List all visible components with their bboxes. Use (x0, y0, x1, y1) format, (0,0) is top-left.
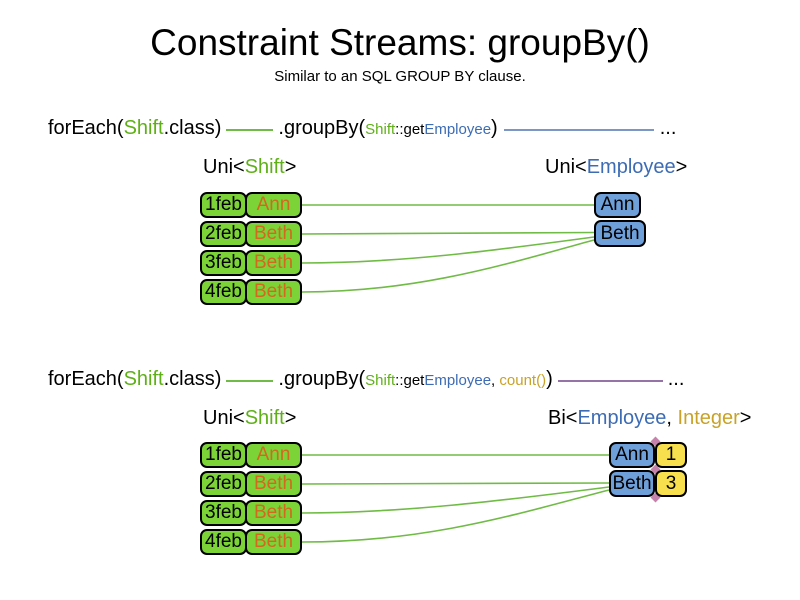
result-count-box: 1 (655, 442, 687, 468)
foreach-call: forEach(Shift.class) (48, 368, 222, 390)
result-employee-box: Ann (609, 442, 655, 468)
uni-shift-label-1: Uni<Shift> (203, 156, 297, 178)
result-count-box: 3 (655, 470, 687, 497)
connector-line (301, 486, 610, 514)
shift-employee-cell: Ann (245, 192, 302, 218)
shift-employee-cell: Beth (245, 221, 302, 247)
shift-date-cell: 1feb (200, 192, 247, 218)
result-employee-box: Beth (609, 470, 655, 497)
page-title: Constraint Streams: groupBy() (150, 22, 650, 63)
connector-line (301, 482, 610, 485)
ellipsis: ... (667, 368, 685, 390)
connector-line (301, 489, 610, 543)
result-employee-box: Ann (594, 192, 641, 218)
groupby-call: .groupBy(Shift::getEmployee) (278, 117, 498, 139)
shift-date-cell: 4feb (200, 279, 247, 305)
code-line-1: forEach(Shift.class) .groupBy(Shift::get… (48, 117, 676, 143)
shift-date-cell: 1feb (200, 442, 247, 468)
uni-shift-label-2: Uni<Shift> (203, 407, 297, 429)
shift-date-cell: 2feb (200, 221, 247, 247)
groupby-call: .groupBy(Shift::getEmployee, count()) (278, 368, 553, 390)
shift-date-cell: 3feb (200, 250, 247, 276)
shift-employee-cell: Beth (245, 250, 302, 276)
shift-date-cell: 2feb (200, 471, 247, 497)
foreach-call: forEach(Shift.class) (48, 117, 222, 139)
bi-stream-line (557, 380, 663, 382)
shift-date-cell: 3feb (200, 500, 247, 526)
shift-stream-line (226, 380, 274, 382)
code-line-2: forEach(Shift.class) .groupBy(Shift::get… (48, 368, 684, 394)
shift-employee-cell: Beth (245, 500, 302, 526)
result-employee-box: Beth (594, 220, 646, 247)
ellipsis: ... (659, 117, 677, 139)
connector-line (301, 231, 595, 235)
shift-employee-cell: Beth (245, 529, 302, 555)
page-subtitle: Similar to an SQL GROUP BY clause. (274, 68, 526, 85)
shift-employee-cell: Beth (245, 279, 302, 305)
shift-employee-cell: Ann (245, 442, 302, 468)
employee-stream-line (503, 129, 654, 131)
connector-line (301, 236, 595, 264)
shift-employee-cell: Beth (245, 471, 302, 497)
shift-date-cell: 4feb (200, 529, 247, 555)
connector-line (301, 239, 595, 293)
uni-employee-label: Uni<Employee> (545, 156, 688, 178)
bi-employee-integer-label: Bi<Employee, Integer> (548, 407, 752, 429)
shift-stream-line (226, 129, 274, 131)
